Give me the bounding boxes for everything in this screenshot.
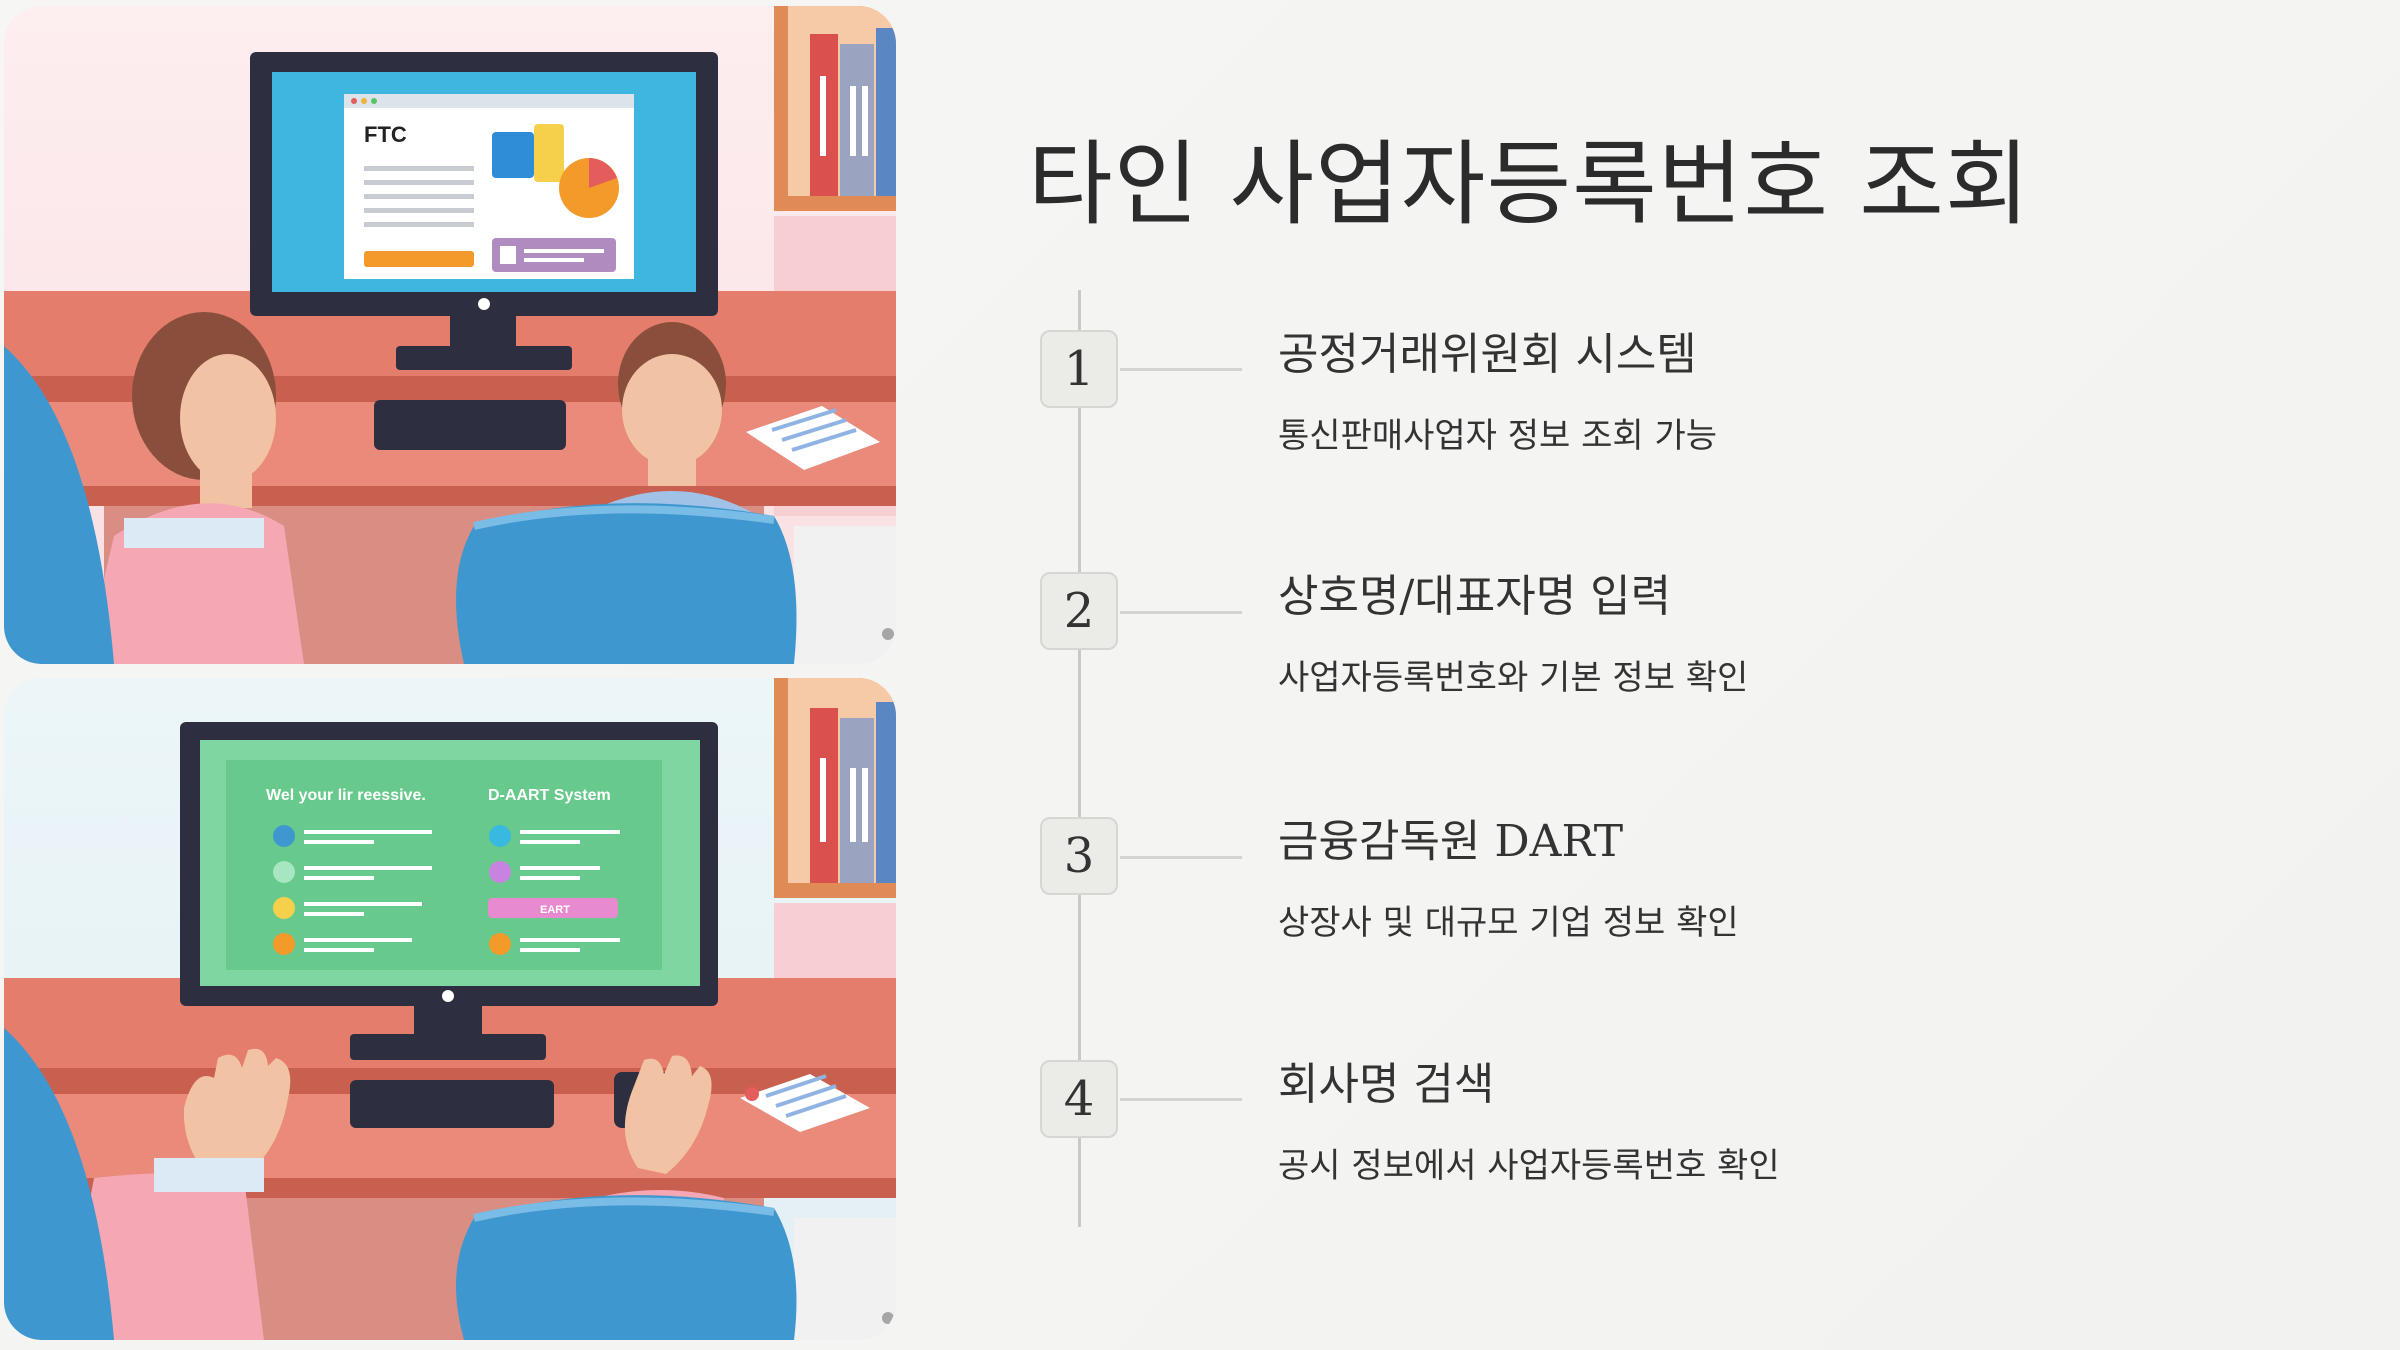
slide-title: 타인 사업자등록번호 조회	[1028, 131, 2031, 238]
step-2-heading: 상호명/대표자명 입력	[1278, 571, 1672, 622]
svg-text:D-AART System: D-AART System	[488, 787, 611, 804]
svg-text:FTC: FTC	[364, 122, 407, 147]
step-2-description: 사업자등록번호와 기본 정보 확인	[1278, 658, 1749, 698]
illustration-column: FTC	[0, 0, 900, 1350]
step-1-connector	[1120, 368, 1242, 371]
step-3-number-badge: 3	[1040, 817, 1118, 895]
dart-illustration: Wel your lir reessive. D-AART System EAR…	[4, 678, 896, 1340]
step-4-connector	[1120, 1098, 1242, 1101]
step-4-heading: 회사명 검색	[1278, 1059, 1495, 1110]
ftc-illustration: FTC	[4, 6, 896, 664]
step-1-number-badge: 1	[1040, 330, 1118, 408]
step-2-connector	[1120, 611, 1242, 614]
step-2-number-badge: 2	[1040, 572, 1118, 650]
svg-text:EART: EART	[540, 904, 570, 916]
step-4-description: 공시 정보에서 사업자등록번호 확인	[1278, 1146, 1780, 1186]
svg-text:Wel your lir reessive.: Wel your lir reessive.	[266, 787, 426, 804]
step-3-description: 상장사 및 대규모 기업 정보 확인	[1278, 903, 1739, 943]
timeline-line	[1078, 290, 1081, 1227]
step-3-heading: 금융감독원 DART	[1278, 816, 1624, 867]
step-1-description: 통신판매사업자 정보 조회 가능	[1278, 416, 1718, 456]
step-4-number-badge: 4	[1040, 1060, 1118, 1138]
step-1-heading: 공정거래위원회 시스템	[1278, 329, 1697, 380]
step-3-connector	[1120, 856, 1242, 859]
